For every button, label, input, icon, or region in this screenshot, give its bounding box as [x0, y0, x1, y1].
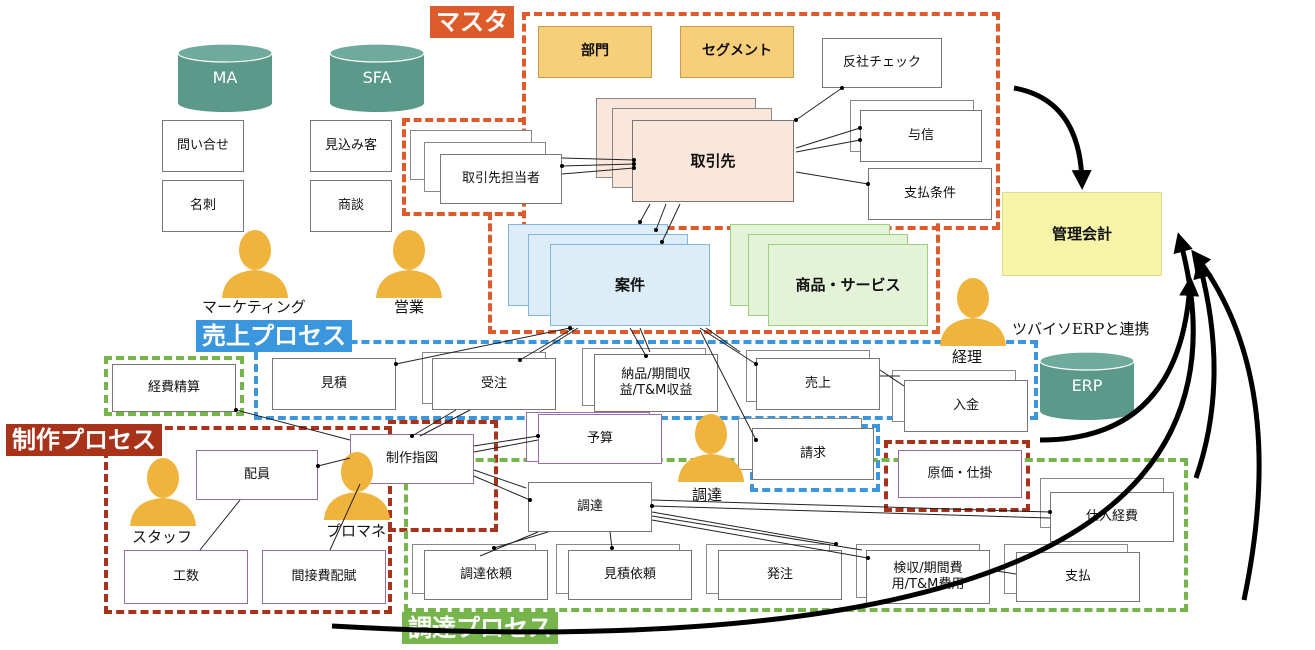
budget-box: 予算 — [538, 414, 662, 464]
ma-database: MA — [177, 43, 273, 112]
marketing-label: マーケティング — [202, 298, 306, 316]
products-box: 商品・サービス — [768, 244, 928, 326]
indirect-allocation-box: 間接費配賦 — [262, 550, 386, 604]
sales-rep-label: 営業 — [394, 298, 425, 316]
cost-region — [884, 440, 1030, 512]
accounting-label: 経理 — [952, 348, 983, 366]
inquiry-box: 問い合せ — [162, 120, 244, 172]
expense-settlement-box: 経費精算 — [112, 364, 236, 412]
delivery-box: 納品/期間収益/T&M収益 — [594, 354, 718, 412]
payment-terms-box: 支払条件 — [868, 168, 992, 220]
person-icon — [324, 452, 390, 520]
ma-label: MA — [212, 68, 238, 87]
production-region-right — [388, 420, 498, 532]
person-icon — [940, 278, 1006, 346]
credit-box: 与信 — [860, 110, 982, 162]
cost-wip-box: 原価・仕掛 — [898, 450, 1022, 498]
master-region-lower — [488, 212, 940, 334]
department-box: 部門 — [538, 26, 652, 78]
database-icon — [177, 43, 273, 112]
segment-box: セグメント — [680, 26, 794, 78]
person-icon — [130, 458, 196, 526]
expense-region — [104, 356, 244, 416]
sfa-database: SFA — [329, 43, 425, 112]
erp-database: ERP — [1039, 351, 1135, 420]
antisocial-check-box: 反社チェック — [822, 38, 942, 88]
deposit-box: 入金 — [904, 380, 1028, 432]
production-region — [104, 426, 392, 614]
master-region-left — [402, 118, 526, 216]
sfa-label: SFA — [362, 68, 392, 87]
negotiation-box: 商談 — [310, 180, 392, 232]
prospect-box: 見込み客 — [310, 120, 392, 172]
purchase-order-box: 発注 — [718, 550, 842, 600]
business-card-box: 名刺 — [162, 180, 244, 232]
person-icon — [222, 230, 288, 298]
customer-box: 取引先 — [632, 120, 794, 202]
procurement-box: 調達 — [528, 482, 652, 532]
payment-box: 支払 — [1016, 552, 1140, 602]
man-hours-box: 工数 — [124, 550, 248, 604]
quote-request-box: 見積依頼 — [568, 550, 692, 600]
contact-box: 取引先担当者 — [440, 154, 562, 204]
erp-integration-note: ツバイソERPと連携 — [1012, 320, 1150, 338]
person-icon — [376, 230, 442, 298]
database-icon — [329, 43, 425, 112]
staff-label: スタッフ — [132, 528, 193, 546]
procurement-request-box: 調達依頼 — [424, 550, 548, 600]
sales-process-tag: 売上プロセス — [196, 320, 352, 352]
order-box: 受注 — [432, 358, 556, 410]
assignment-box: 配員 — [196, 450, 318, 500]
database-icon — [1039, 351, 1135, 420]
project-box: 案件 — [550, 244, 710, 326]
procurement-person-label: 調達 — [692, 486, 723, 504]
person-icon — [678, 414, 744, 482]
billing-box: 請求 — [752, 428, 874, 480]
production-process-tag: 制作プロセス — [6, 424, 162, 456]
master-tag: マスタ — [430, 6, 514, 38]
sales-box: 売上 — [756, 358, 880, 410]
erp-label: ERP — [1071, 376, 1103, 395]
management-accounting-box: 管理会計 — [1002, 192, 1162, 276]
quote-box: 見積 — [272, 358, 396, 410]
